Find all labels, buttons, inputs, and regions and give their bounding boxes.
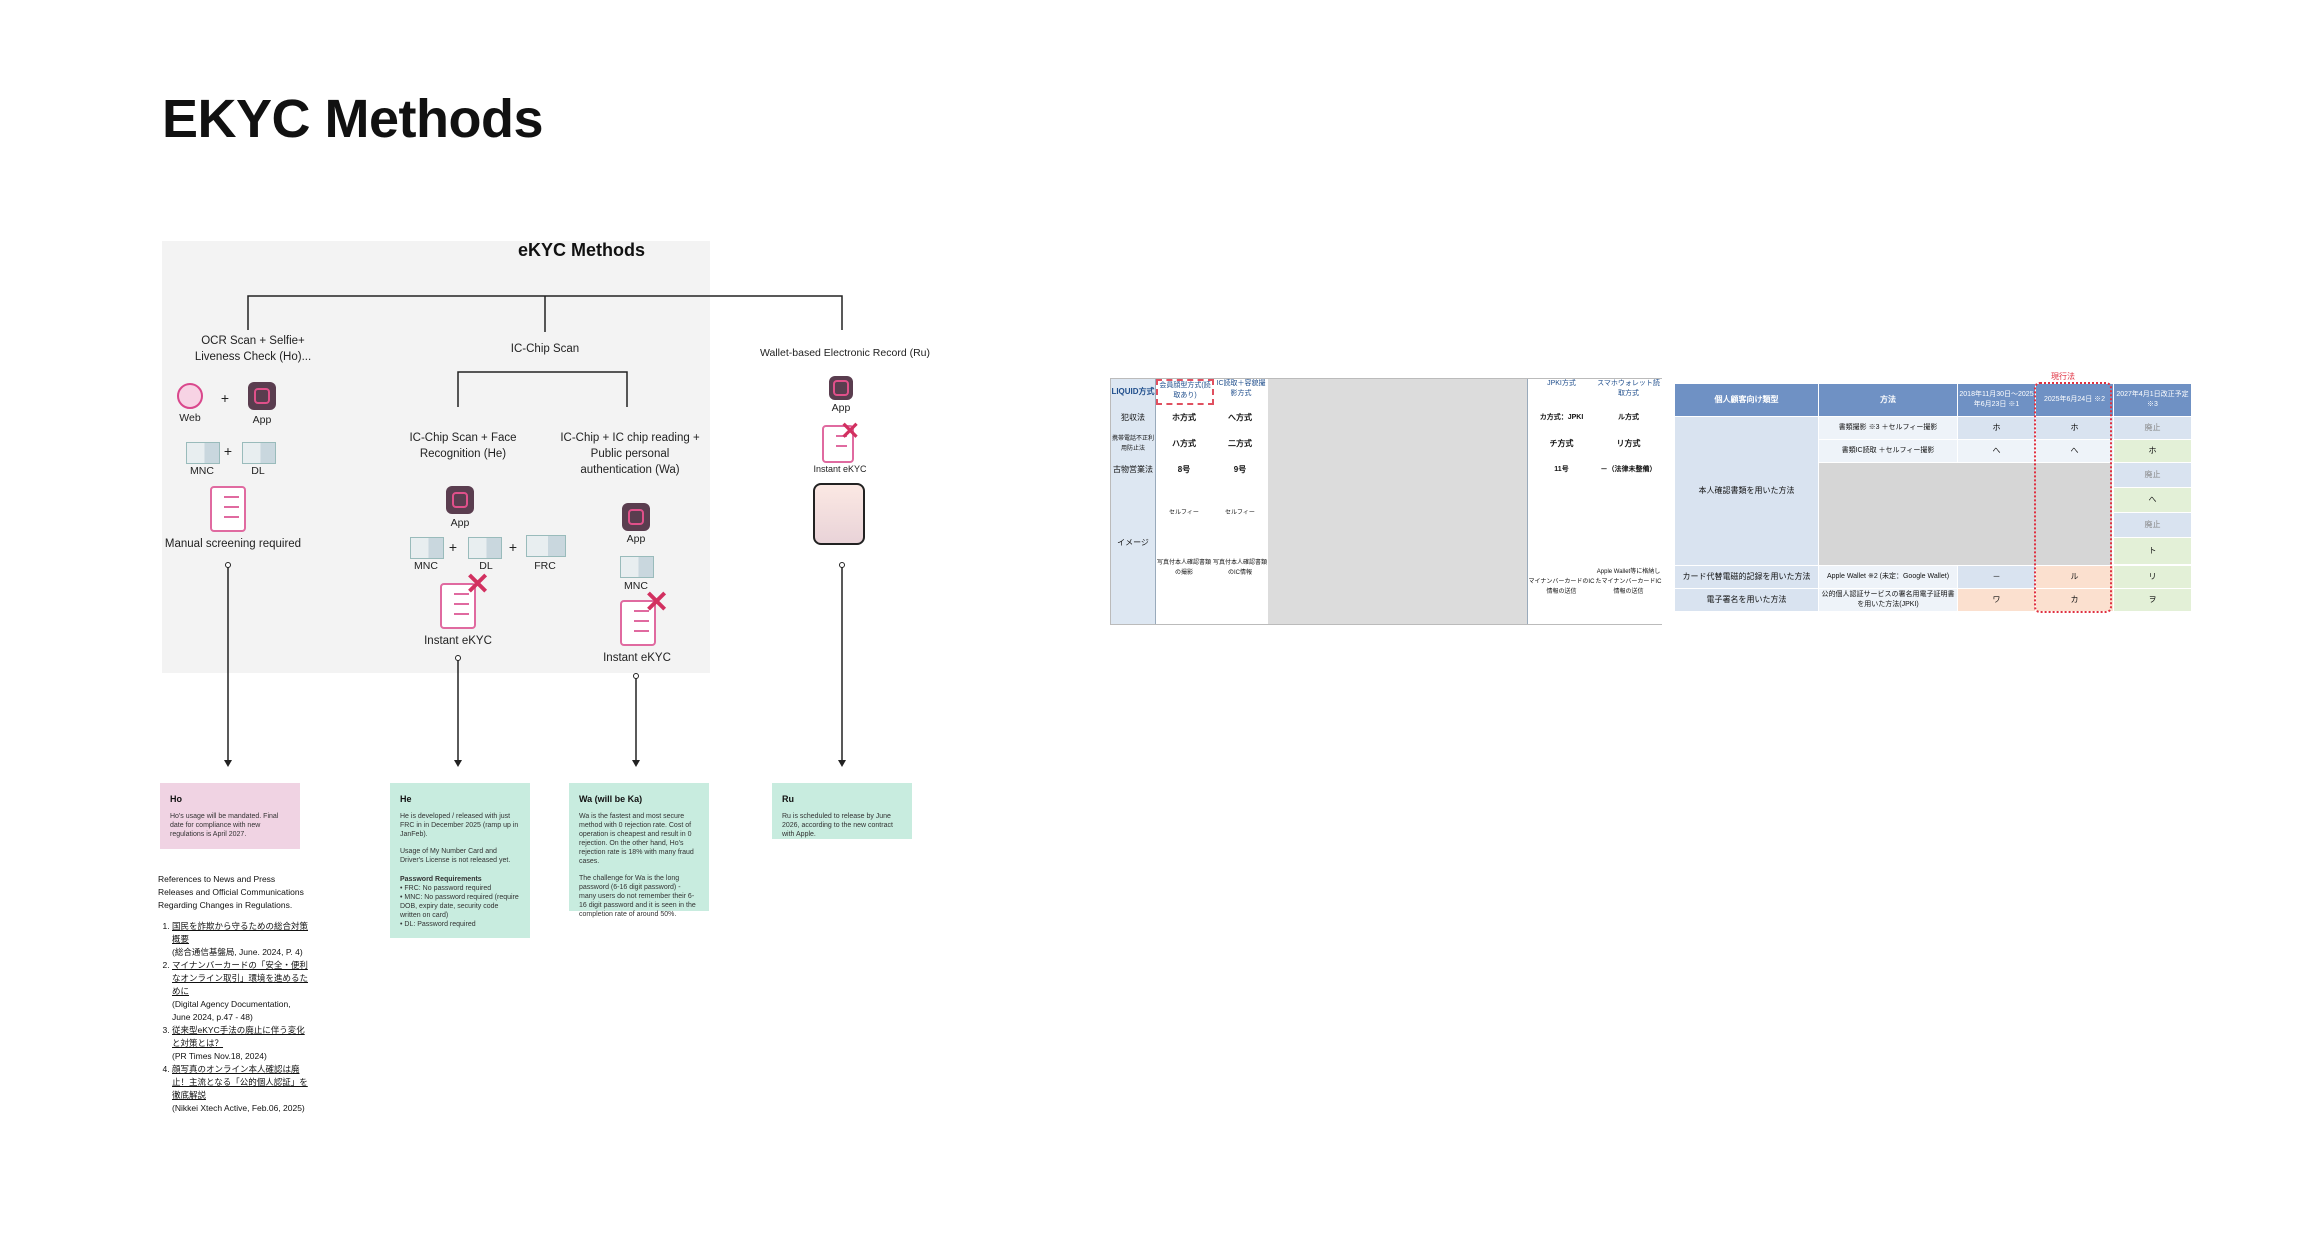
note-he-body: He is developed / released with just FRC… [400,813,519,838]
instant-ekyc-label: Instant eKYC [813,464,867,474]
residence-card-icon [526,535,566,557]
ic-ppa-label: IC-Chip + IC chip reading + Public perso… [560,432,700,476]
note-ru: Ru Ru is scheduled to release by June 20… [772,783,912,839]
reference-item: 国民を詐欺から守るための総合対策 概要(総合通信基盤局, June. 2024,… [172,920,308,959]
checklist-icon [620,600,656,646]
mynumber-card-icon [620,556,654,578]
drivers-license-icon [242,442,276,464]
highlight-frame [2034,382,2112,613]
app-label: App [626,533,646,545]
branch-ocr-label: OCR Scan + Selfie+ Liveness Check (Ho)..… [194,335,312,363]
header-cell: 2018年11月30日～2025年6月23日 ※1 [1958,384,2035,416]
note-he-pw-1: • MNC: No password required (require DOB… [400,894,519,919]
page-title: EKYC Methods [162,89,544,149]
references-block: References to News and Press Releases an… [158,873,308,1115]
note-he-body2: Usage of My Number Card and Driver's Lic… [400,848,511,864]
sig-row-label: 電子署名を用いた方法 [1675,589,1818,611]
mnc-label: MNC [414,560,438,572]
branch-ic-label: IC-Chip Scan [510,343,580,355]
dl-label: DL [251,465,265,477]
method-cell: 書類IC読取 ＋セルフィー撮影 [1819,440,1957,462]
app-label: App [831,402,851,414]
note-wa-title: Wa (will be Ka) [579,794,643,804]
cross-icon: ✕ [644,586,670,619]
group-label: 本人確認書類を用いた方法 [1675,417,1818,565]
dl-label: DL [479,560,493,572]
reference-link[interactable]: 国民を詐欺から守るための総合対策 概要 [172,921,309,944]
checklist-icon [210,486,246,532]
reference-link[interactable]: 従来型eKYC手法の廃止に伴う変化と対策とは？ [172,1025,305,1048]
app-icon [248,382,276,410]
ic-bracket [457,371,628,407]
header-cell: 2027年4月1日改正予定 ※3 [2114,384,2191,416]
plus-sign: + [448,539,458,555]
method-cell: 書類撮影 ※3 ＋セルフィー撮影 [1819,417,1957,439]
web-globe-icon [177,383,203,409]
manual-screening-label: Manual screening required [164,538,302,550]
app-icon [829,376,853,400]
plus-sign: + [220,390,230,406]
table1-ho-he-cols: 会員顔型方式(読取あり) IC読取＋容貌撮影方式 ホ方式へ方式 ハ方式二方式 8… [1155,379,1268,624]
header-cell: 方法 [1819,384,1957,416]
note-wa: Wa (will be Ka) Wa is the fastest and mo… [569,783,709,918]
instant-ekyc-label: Instant eKYC [603,652,671,664]
note-ho-title: Ho [170,794,182,804]
checklist-icon [822,425,854,463]
reference-item: 従来型eKYC手法の廃止に伴う変化と対策とは？(PR Times Nov.18,… [172,1024,308,1063]
arrowhead-wa [632,760,640,767]
plus-sign: + [223,443,233,459]
branch-wallet-label: Wallet-based Electronic Record (Ru) [759,347,930,359]
annotation-current-law: 現行法 [2051,372,2075,381]
note-he-pw-0: • FRC: No password required [400,885,492,892]
note-wa-body: Wa is the fastest and most secure method… [579,813,694,865]
diagram-title: eKYC Methods [518,240,646,260]
frc-label: FRC [534,560,556,572]
web-label: Web [179,412,201,424]
reference-link[interactable]: 顔写真のオンライン本人確認は廃止！主流となる「公的個人認証」を徹底解説 [172,1064,308,1100]
note-ho: Ho Ho's usage will be mandated. Final da… [160,783,300,849]
cross-icon: ✕ [840,418,861,445]
note-he-title: He [400,794,412,804]
app-label: App [252,414,272,426]
mynumber-card-icon [410,537,444,559]
mnc-label: MNC [190,465,214,477]
note-he-pw-title: Password Requirements [400,876,482,883]
note-he: He He is developed / released with just … [390,783,530,938]
note-wa-body2: The challenge for Wa is the long passwor… [579,875,696,918]
phone-wallet-icon [813,483,865,545]
arrowhead-he [454,760,462,767]
regulation-table-image: 現行法 個人顧客向け類型 方法 2018年11月30日～2025年6月23日 ※… [1675,372,2195,613]
reference-link[interactable]: マイナンバーカードの「安全・便利なオンライン取引」環境を進めるために [172,960,309,996]
instant-ekyc-label: Instant eKYC [424,635,492,647]
note-ho-body: Ho's usage will be mandated. Final date … [170,813,279,838]
note-ru-body: Ru is scheduled to release by June 2026,… [782,813,893,838]
references-heading: References to News and Press Releases an… [158,874,304,910]
drivers-license-icon [468,537,502,559]
note-ru-title: Ru [782,794,794,804]
arrowhead-ru [838,760,846,767]
note-he-pw-2: • DL: Password required [400,921,476,928]
plus-sign: + [508,539,518,555]
ic-face-label: IC-Chip Scan + Face Recognition (He) [409,432,517,460]
cross-icon: ✕ [465,568,491,601]
app-icon [622,503,650,531]
method-table-image: LIQUID方式 犯収法 携帯電話不正利用防止法 古物営業法 イメージ 会員顔型… [1110,378,1662,625]
mynumber-card-icon [186,442,220,464]
card-row-label: カード代替電磁的記録を用いた方法 [1675,566,1818,588]
table1-left-col: LIQUID方式 犯収法 携帯電話不正利用防止法 古物営業法 イメージ [1111,379,1155,624]
app-label: App [450,517,470,529]
masked-region [1819,463,2112,565]
reference-item: マイナンバーカードの「安全・便利なオンライン取引」環境を進めるために(Digit… [172,959,308,1024]
app-icon [446,486,474,514]
arrowhead-ho [224,760,232,767]
mnc-label: MNC [624,580,648,592]
header-cell: 2025年6月24日 ※2 [2036,384,2113,416]
checklist-icon [440,583,476,629]
header-cell: 個人顧客向け類型 [1675,384,1818,416]
reference-item: 顔写真のオンライン本人確認は廃止！主流となる「公的個人認証」を徹底解説(Nikk… [172,1063,308,1115]
